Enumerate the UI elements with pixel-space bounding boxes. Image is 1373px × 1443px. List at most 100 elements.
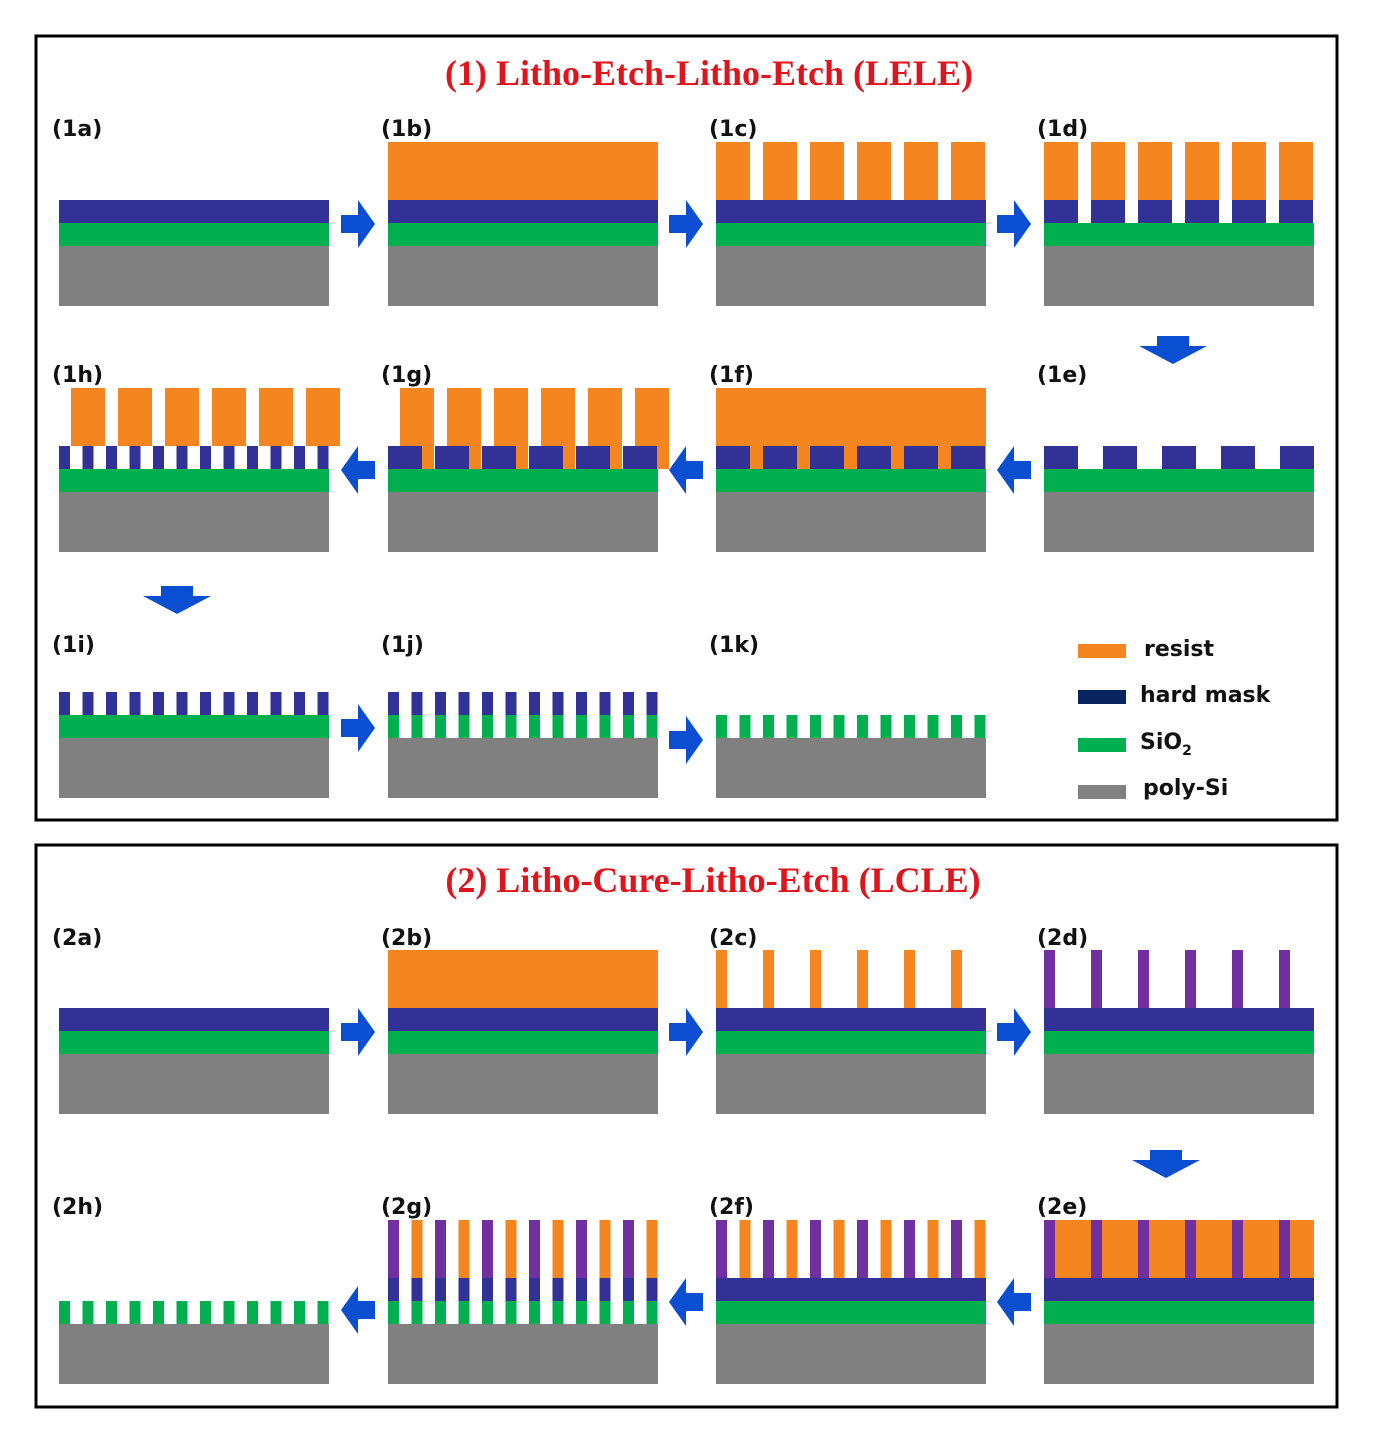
sio2-line (223, 1301, 235, 1324)
hard-mask-line (646, 692, 658, 715)
cured-resist-line (716, 1220, 727, 1278)
hard-mask-line (223, 692, 235, 715)
arrow-left-icon (669, 1278, 703, 1326)
sio2-line (388, 1301, 399, 1324)
sio2-line (599, 715, 611, 738)
legend-sio2-label: SiO2 (1140, 730, 1192, 759)
sio2-line (411, 1301, 423, 1324)
hard-mask-line (529, 1278, 540, 1301)
resist-line (1185, 142, 1219, 200)
cured-resist-line (1091, 950, 1102, 1008)
resist-line (71, 388, 105, 446)
sio2-line (529, 1301, 540, 1324)
hard-mask-line (552, 692, 564, 715)
resist-line (810, 142, 844, 200)
hard-mask-line (576, 1278, 587, 1301)
resist-layer (388, 142, 658, 200)
sio2-layer (388, 469, 658, 492)
hard-mask-line (388, 692, 399, 715)
cured-resist-line (1185, 1220, 1196, 1278)
sio2-line (904, 715, 915, 738)
resist-line (716, 950, 727, 1008)
hard-mask-line (529, 446, 563, 469)
hard-mask-line (458, 1278, 470, 1301)
hard-mask-line (857, 446, 891, 469)
sio2-line (880, 715, 892, 738)
resist-line (951, 142, 985, 200)
hard-mask-layer (388, 200, 658, 223)
step-label: (2f) (709, 1195, 754, 1220)
poly-si-layer (1044, 1054, 1314, 1114)
panel-2f (716, 1220, 986, 1384)
step-label: (2c) (709, 926, 757, 951)
arrow-left-icon (997, 446, 1031, 494)
step-label: (1k) (709, 633, 759, 658)
panel-1a (59, 200, 329, 306)
step-label: (1j) (381, 633, 424, 658)
hard-mask-line (529, 692, 540, 715)
poly-si-layer (716, 1324, 986, 1384)
hard-mask-line (623, 692, 634, 715)
hard-mask-line (576, 692, 587, 715)
sio2-line (552, 1301, 564, 1324)
legend-resist-label: resist (1144, 637, 1215, 662)
sio2-layer (388, 1031, 658, 1054)
poly-si-layer (1044, 246, 1314, 306)
resist-line (259, 388, 293, 446)
hard-mask-line (505, 692, 517, 715)
step-label: (2g) (381, 1195, 432, 1220)
step-label: (1i) (52, 633, 95, 658)
sio2-line (482, 715, 493, 738)
sio2-line (435, 715, 446, 738)
step-labels: (1a)(1b)(1c)(1d)(1e)(1f)(1g)(1h)(1i)(1j)… (52, 117, 1088, 1220)
sio2-layer (59, 1031, 329, 1054)
sio2-line (200, 1301, 211, 1324)
sio2-line (176, 1301, 188, 1324)
sio2-line (153, 1301, 164, 1324)
panel-2e (1044, 1220, 1314, 1384)
poly-si-layer (388, 1054, 658, 1114)
resist-line (974, 1220, 986, 1278)
sio2-line (247, 1301, 258, 1324)
section-2-frame (34, 843, 1339, 1409)
hard-mask-line (1279, 200, 1313, 223)
hard-mask-layer (1044, 1008, 1314, 1031)
step-label: (1b) (381, 117, 432, 142)
sio2-line (739, 715, 751, 738)
resist-line (165, 388, 199, 446)
step-label: (1h) (52, 363, 103, 388)
arrow-right-icon (669, 200, 703, 248)
hard-mask-line (153, 446, 164, 469)
sio2-line (458, 1301, 470, 1324)
hard-mask-line (576, 446, 610, 469)
resist-line (505, 1220, 517, 1278)
sio2-line (857, 715, 868, 738)
sio2-line (317, 1301, 329, 1324)
sio2-layer (716, 469, 986, 492)
cured-resist-line (1232, 950, 1243, 1008)
resist-layer (716, 388, 986, 469)
sio2-line (786, 715, 798, 738)
sio2-line (716, 715, 727, 738)
poly-si-layer (716, 492, 986, 552)
hard-mask-line (129, 446, 141, 469)
hard-mask-line (59, 692, 70, 715)
process-arrows (143, 200, 1207, 1334)
sio2-line (623, 1301, 634, 1324)
panel-1f (716, 388, 986, 552)
resist-line (904, 142, 938, 200)
resist-line (212, 388, 246, 446)
hard-mask-line (82, 692, 94, 715)
poly-si-layer (59, 1054, 329, 1114)
hard-mask-line (270, 692, 282, 715)
step-label: (1f) (709, 363, 754, 388)
hard-mask-line (1091, 200, 1125, 223)
section-1-frame (34, 34, 1339, 822)
poly-si-layer (716, 246, 986, 306)
step-label: (2e) (1037, 1195, 1087, 1220)
arrow-left-icon (669, 446, 703, 494)
resist-line (763, 950, 774, 1008)
cured-resist-line (904, 1220, 915, 1278)
resist-line (951, 950, 962, 1008)
arrow-right-icon (341, 200, 375, 248)
